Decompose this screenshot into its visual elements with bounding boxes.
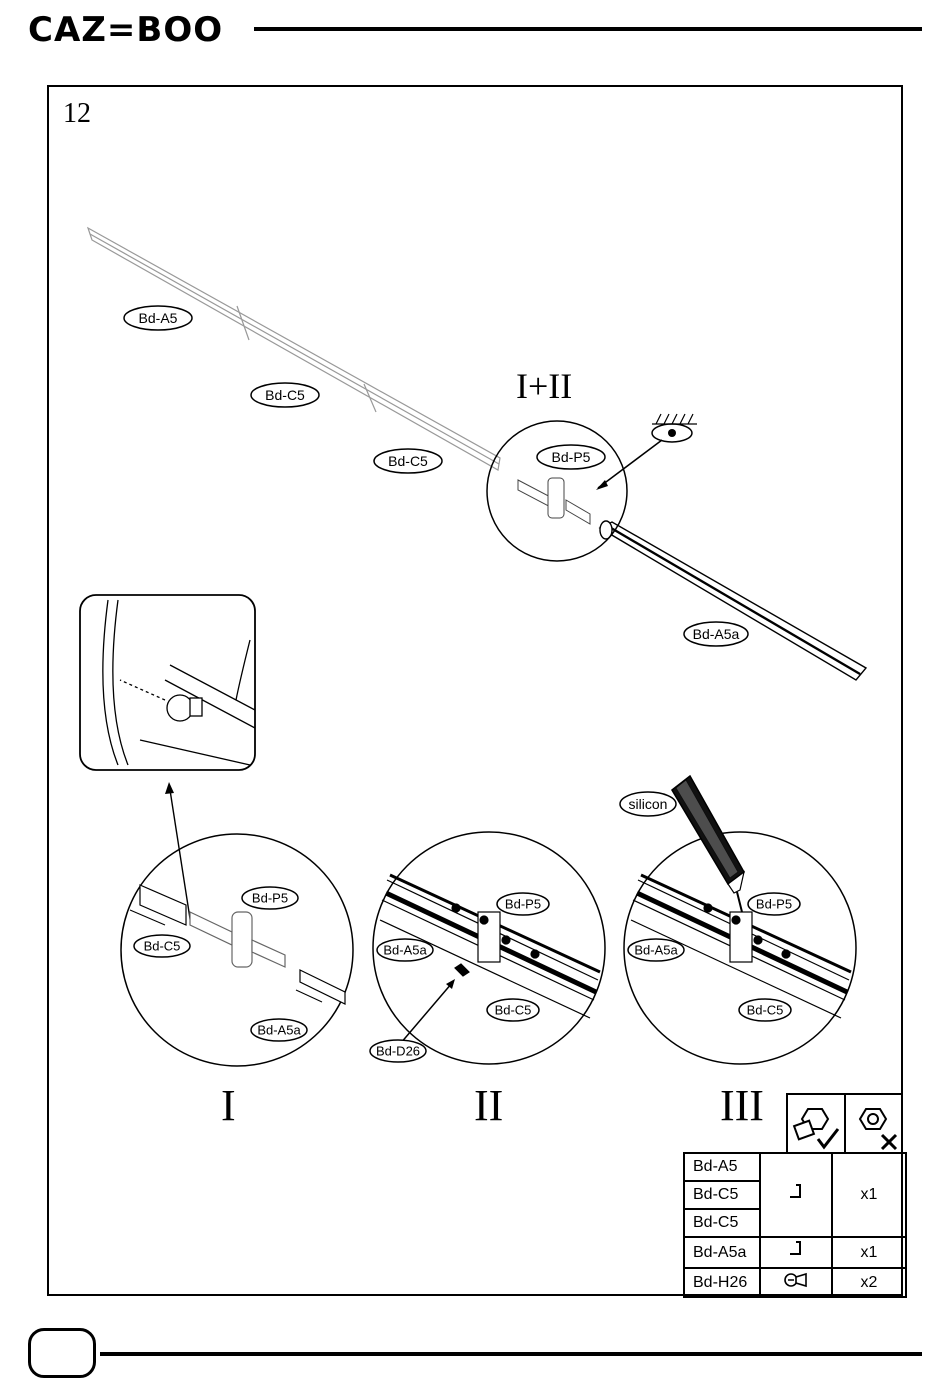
bolt-cross-icon (844, 1095, 902, 1152)
callout-d3-p5: Bd-P5 (756, 897, 792, 912)
callout-bd-a5: Bd-A5 (139, 310, 178, 326)
callout-bd-c5-2: Bd-C5 (388, 453, 428, 469)
eye-arrow (598, 440, 662, 488)
part-code: Bd-A5 (684, 1153, 760, 1181)
callout-bd-a5a: Bd-A5a (693, 626, 740, 642)
eye-icon (652, 414, 697, 442)
label-detail-3: III (720, 1084, 764, 1128)
callout-bd-c5-1: Bd-C5 (265, 387, 305, 403)
label-overview-detail: I+II (516, 364, 572, 408)
callout-d3-c5: Bd-C5 (747, 1003, 784, 1018)
part-qty: x1 (832, 1153, 906, 1237)
rail-end-icon (760, 1153, 832, 1237)
parts-table: Bd-A5 x1 Bd-C5 Bd-C5 Bd-A5a x1 Bd-H26 x2 (683, 1152, 907, 1298)
callout-d2-c5: Bd-C5 (495, 1003, 532, 1018)
part-code: Bd-C5 (684, 1181, 760, 1209)
callout-bd-p5: Bd-P5 (552, 449, 591, 465)
table-row: Bd-A5 x1 (684, 1153, 906, 1181)
callout-d1-c5: Bd-C5 (144, 939, 181, 954)
light-rail-group (88, 228, 500, 470)
rail-end-icon (760, 1237, 832, 1268)
screw-icon (760, 1268, 832, 1297)
table-row: Bd-H26 x2 (684, 1268, 906, 1297)
callout-d2-d26: Bd-D26 (376, 1044, 420, 1059)
callout-d2-p5: Bd-P5 (505, 897, 541, 912)
tightening-legend (786, 1093, 903, 1154)
page-number-box (28, 1328, 96, 1378)
callout-d1-a5a: Bd-A5a (257, 1023, 301, 1038)
callout-silicon: silicon (629, 796, 668, 812)
part-code: Bd-H26 (684, 1268, 760, 1297)
callout-d2-a5a: Bd-A5a (383, 943, 427, 958)
callout-d3-a5a: Bd-A5a (634, 943, 678, 958)
inset-zoom-box (80, 595, 255, 770)
part-qty: x1 (832, 1237, 906, 1268)
part-qty: x2 (832, 1268, 906, 1297)
footer-rule (100, 1352, 922, 1356)
dark-rail-group (600, 521, 866, 680)
label-detail-2: II (474, 1084, 503, 1128)
d26-pointer (400, 983, 452, 1044)
silicon-tube-icon (672, 776, 744, 912)
label-detail-1: I (221, 1084, 236, 1128)
part-code: Bd-C5 (684, 1209, 760, 1237)
bolt-check-icon (788, 1095, 844, 1152)
table-row: Bd-A5a x1 (684, 1237, 906, 1268)
part-code: Bd-A5a (684, 1237, 760, 1268)
callout-d1-p5: Bd-P5 (252, 891, 288, 906)
connector-p5-top (518, 478, 590, 524)
